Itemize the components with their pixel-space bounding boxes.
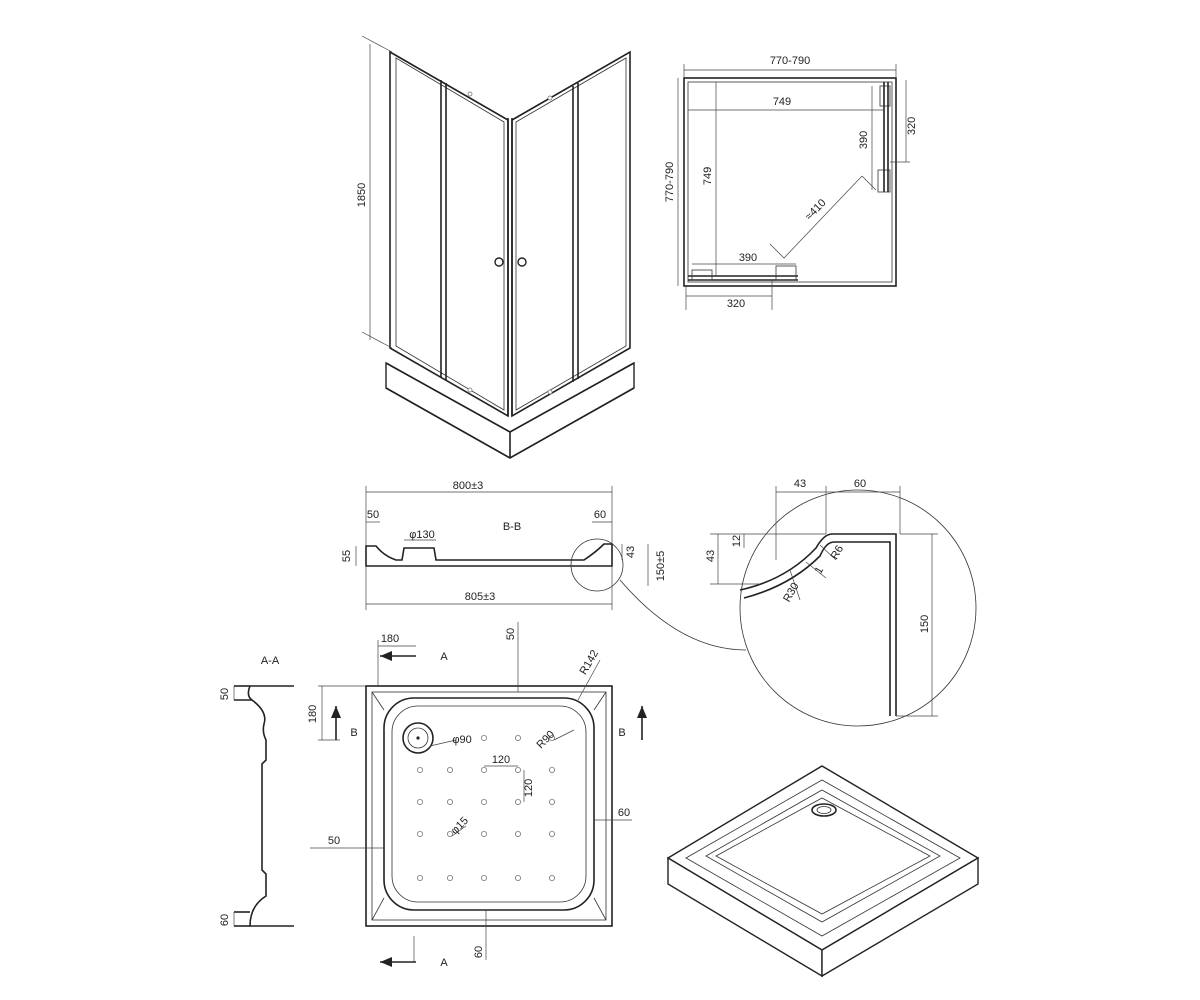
left-door-handle-icon [494,257,504,267]
plan-right-panel-label: 320 [906,117,918,135]
section-bb-title: B-B [503,521,521,533]
tray-180-top-label: 180 [381,633,399,645]
plan-depth-range-label: 770-790 [664,162,676,202]
tray-60-right-label: 60 [618,807,630,819]
tray-isometric-view [666,765,980,978]
tray-b-left-label: B [350,727,357,739]
section-aa-title: A-A [261,655,280,667]
cabin-plan-view: 770-790 749 770-790 749 390 320 390 320 … [664,55,918,310]
tray-180-side-label: 180 [307,705,319,723]
detail-150-label: 150 [919,615,931,633]
detail-top-60-label: 60 [854,478,866,490]
tray-60-bottom-label: 60 [473,946,485,958]
tray-grid-y-label: 120 [523,779,535,797]
section-bb-right-rim-label: 60 [594,509,606,521]
section-bb-view: B-B 800±3 50 60 φ130 55 43 150±5 805±3 [341,480,747,651]
tray-b-right-label: B [618,727,625,739]
detail-12-label: 12 [731,535,743,547]
plan-width-range-label: 770-790 [770,55,810,67]
section-bb-left-rim-label: 50 [367,509,379,521]
detail-r6-label: R6 [829,543,846,561]
section-bb-left-height-label: 55 [341,550,353,562]
cabin-elevation-view: 1850 [356,35,635,459]
section-aa-top-label: 50 [219,688,231,700]
plan-inner-depth-label: 749 [702,167,714,185]
tray-r142-label: R142 [578,648,602,677]
detail-side-43-label: 43 [705,550,717,562]
detail-top-43-label: 43 [794,478,806,490]
section-bb-rim-height-label: 43 [625,546,637,558]
tray-arrow-top-label: A [440,651,448,663]
tray-grid-x-label: 120 [492,754,510,766]
detail-callout-circle [570,538,624,592]
section-bb-drain-label: φ130 [409,529,435,541]
plan-bottom-door-label: 390 [739,252,757,264]
plan-inner-width-label: 749 [773,96,791,108]
anti-slip-dot-grid [416,735,556,882]
tray-arrow-bottom-label: A [440,957,448,969]
tray-drain-icon [402,722,434,754]
section-bb-bottom-width-label: 805±3 [465,591,496,603]
tray-plan-view: A 180 A 50 R142 180 B B φ90 R90 120 [307,622,647,969]
iso-drain-icon [811,803,837,817]
plan-diagonal-label: ≈410 [803,197,829,223]
cabin-height-label: 1850 [356,183,368,207]
section-aa-view: A-A 50 60 [219,655,294,927]
section-aa-bottom-label: 60 [219,914,231,926]
detail-r30-label: R30 [781,581,801,604]
plan-right-door-label: 390 [858,131,870,149]
section-bb-top-width-label: 800±3 [453,480,484,492]
detail-magnified-view: 43 60 12 43 R6 1 R30 150 [705,478,977,727]
right-door-handle-icon [517,257,527,267]
tray-50-left-label: 50 [328,835,340,847]
tray-50-top-label: 50 [505,628,517,640]
plan-bottom-panel-label: 320 [727,298,745,310]
detail-1-label: 1 [813,565,826,576]
tray-r90-label: R90 [534,728,557,751]
section-bb-total-height-label: 150±5 [655,551,667,582]
tray-drain-dia-label: φ90 [452,734,471,746]
